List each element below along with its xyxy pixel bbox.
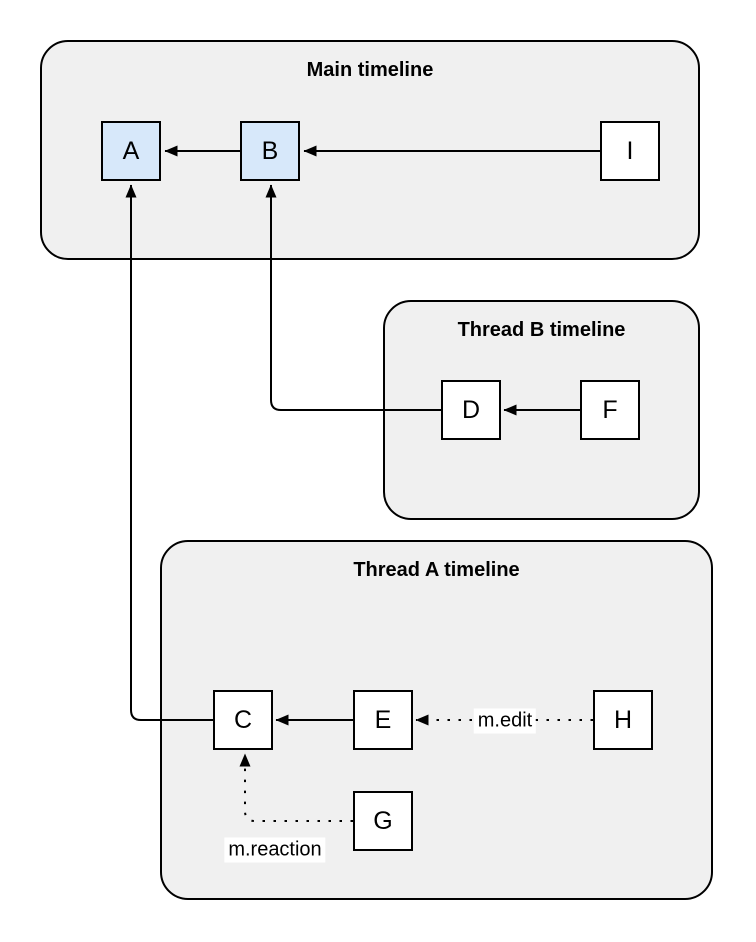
node-D: D	[441, 380, 501, 440]
node-F: F	[580, 380, 640, 440]
node-I: I	[600, 121, 660, 181]
group-main-timeline-title: Main timeline	[306, 59, 434, 81]
group-thread-b-timeline-title: Thread B timeline	[457, 319, 626, 341]
node-E: E	[353, 690, 413, 750]
node-H: H	[593, 690, 653, 750]
edge-G-to-C	[239, 753, 353, 822]
node-C: C	[213, 690, 273, 750]
group-thread-a-timeline-title: Thread A timeline	[353, 559, 520, 581]
edge-C-to-A	[125, 184, 213, 721]
edge-D-to-B	[265, 184, 441, 411]
edge-label-m-edit: m.edit	[473, 708, 537, 734]
node-B: B	[240, 121, 300, 181]
node-A: A	[101, 121, 161, 181]
node-G: G	[353, 791, 413, 851]
edge-label-m-reaction: m.reaction	[224, 837, 326, 863]
